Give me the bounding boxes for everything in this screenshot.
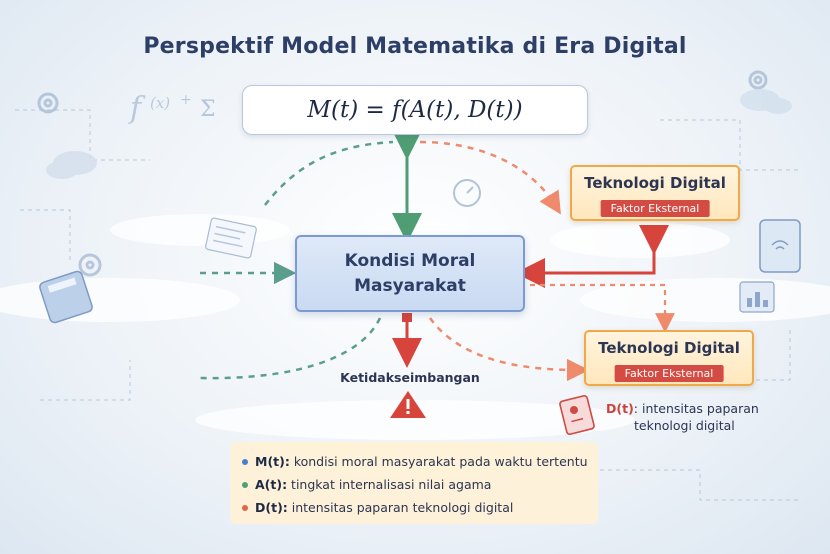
tablet-icon [759,219,801,273]
legend-symbol: D(t): [255,500,288,515]
legend-panel: M(t): kondisi moral masyarakat pada wakt… [230,442,598,524]
formula-box: M(t) = f(A(t), D(t)) [242,85,588,135]
legend-dot [242,504,248,511]
circuit-lines [15,109,800,501]
arrow-moral-imbalance [392,313,422,368]
dt-note: D(t): intensitas paparan teknologi digit… [606,400,759,434]
formula-text: M(t) = f(A(t), D(t)) [307,97,523,123]
dt-note-text2: teknologi digital [634,418,735,433]
moral-node-line2: Masyarakat [354,275,466,296]
tech-node-bottom-badge: Faktor Eksternal [614,365,724,382]
gear-icon [37,70,768,277]
warning-icon [390,391,426,418]
svg-text:f: f [128,91,146,126]
cloud-icon [46,89,792,179]
legend-dot [242,481,248,488]
tech-node-top-badge: Faktor Eksternal [600,200,710,217]
moral-node-line1: Kondisi Moral [344,250,476,271]
chart-icon [739,281,775,313]
legend-text: intensitas paparan teknologi digital [287,500,514,515]
dashed-arrow-bottom-left [199,317,382,380]
arrow-tek-to-moral [515,225,669,288]
document-icon [205,217,257,259]
legend-item: A(t): tingkat internalisasi nilai agama [242,477,491,492]
moral-condition-node: Kondisi Moral Masyarakat [295,235,525,312]
device-icon [559,394,595,436]
function-icon: f (x) + [128,91,192,126]
sigma-icon: Σ [200,97,216,122]
dt-note-text1: : intensitas paparan [633,401,759,416]
calculator-icon [39,270,93,324]
dashed-arrow-bottom-right [428,317,590,382]
legend-symbol: M(t): [255,454,290,469]
svg-text:+: + [180,92,192,108]
legend-item: M(t): kondisi moral masyarakat pada wakt… [242,454,588,469]
legend-dot [242,458,248,465]
tech-node-bottom: Teknologi Digital Faktor Eksternal [584,330,754,386]
timer-icon [453,179,481,207]
page-title: Perspektif Model Matematika di Era Digit… [143,34,687,59]
tech-node-bottom-title: Teknologi Digital [598,339,740,357]
svg-text:(x): (x) [150,94,170,112]
dashed-arrow-right-down [530,283,675,333]
legend-text: tingkat internalisasi nilai agama [287,477,492,492]
legend-item: D(t): intensitas paparan teknologi digit… [242,500,513,515]
tech-node-top: Teknologi Digital Faktor Eksternal [570,165,740,221]
legend-text: kondisi moral masyarakat pada waktu tert… [289,454,588,469]
dt-note-symbol: D(t) [606,401,634,416]
imbalance-label: Ketidakseimbangan [340,370,480,385]
dashed-arrow-top-right [419,140,561,215]
legend-symbol: A(t): [255,477,288,492]
tech-node-top-title: Teknologi Digital [584,174,726,192]
svg-text:Σ: Σ [200,97,216,122]
dashed-arrow-top-left [264,140,394,206]
